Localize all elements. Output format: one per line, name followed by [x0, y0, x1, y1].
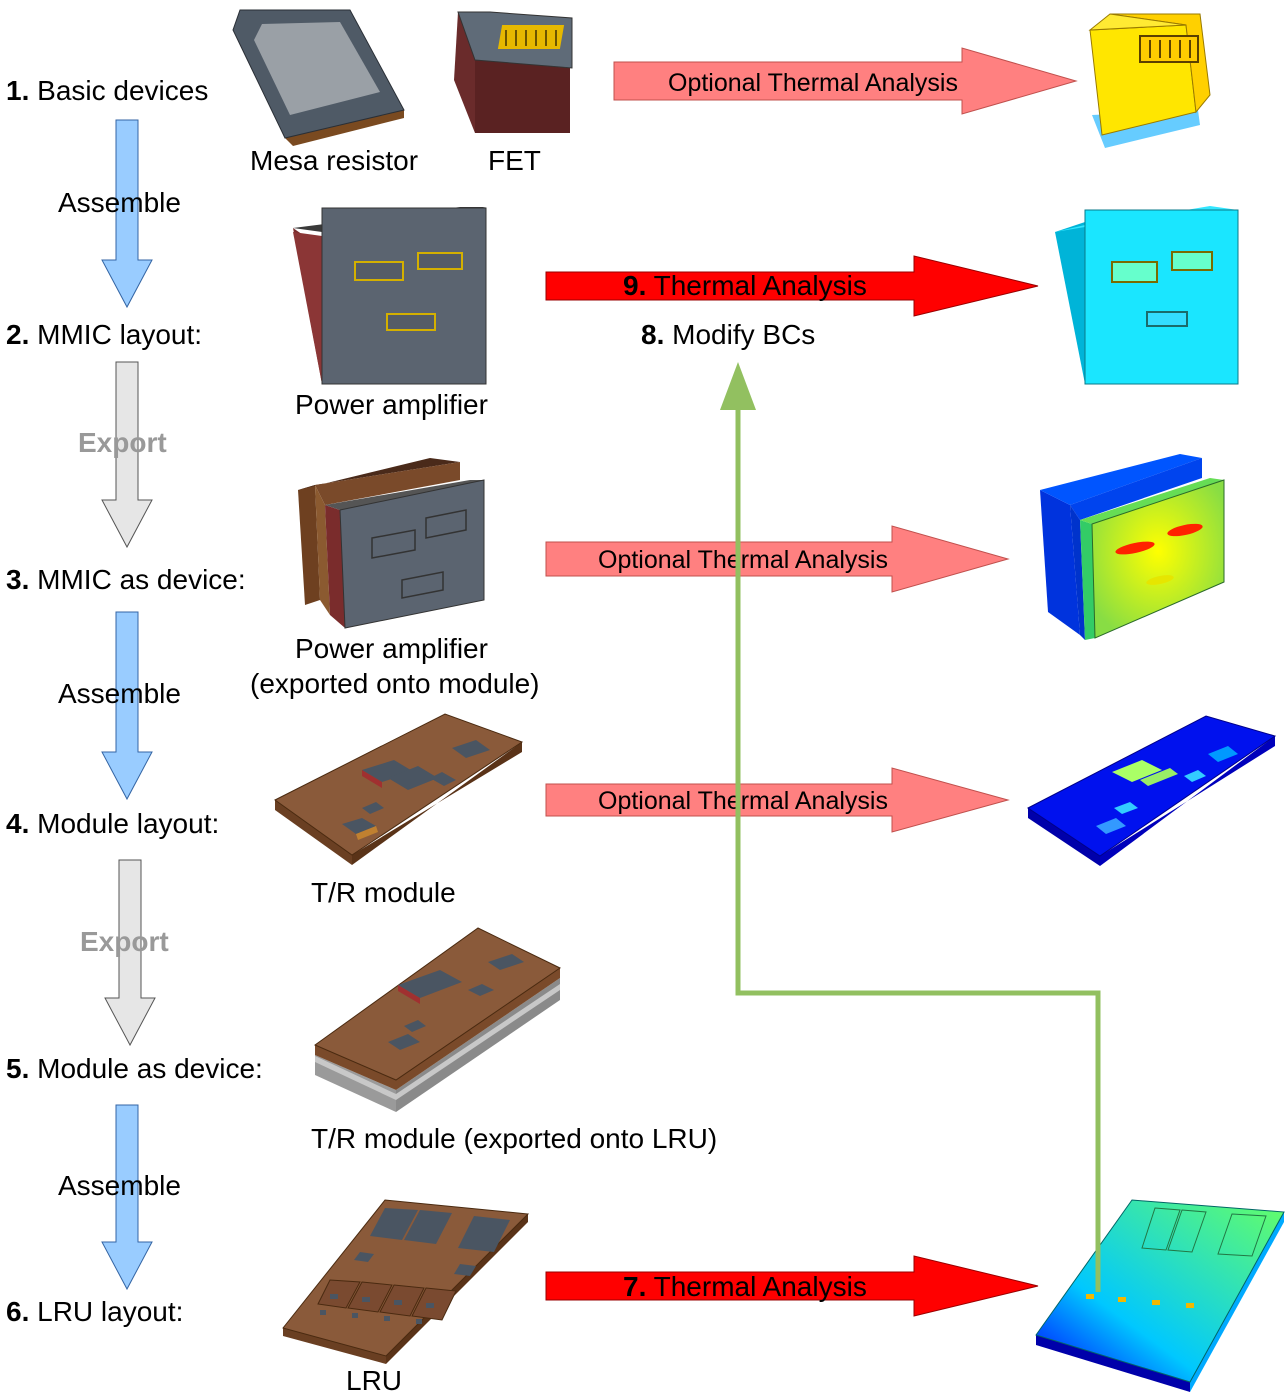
- caption-tr-module-exported: T/R module (exported onto LRU): [311, 1123, 717, 1154]
- mmic-device-thermal-result-image: [1040, 454, 1225, 640]
- caption-fet: FET: [488, 145, 541, 176]
- mmic-thermal-result-image: [1055, 206, 1239, 385]
- thermal-analysis-label-9: 9. Thermal Analysis: [623, 270, 867, 301]
- assemble-arrow-1: [101, 119, 153, 309]
- caption-power-amplifier-exported-1: Power amplifier: [295, 633, 488, 664]
- optional-thermal-label-3: Optional Thermal Analysis: [598, 787, 888, 815]
- tr-module-exported-image: [313, 927, 561, 1112]
- modify-bcs-feedback-arrow: [720, 362, 1101, 1292]
- fet-image: [454, 11, 573, 133]
- assemble-label-2: Assemble: [58, 678, 181, 709]
- step-label-6: 6. LRU layout:: [6, 1296, 183, 1327]
- step-label-3: 3. MMIC as device:: [6, 564, 246, 595]
- thermal-analysis-arrow-7: [545, 1255, 1039, 1317]
- caption-power-amplifier: Power amplifier: [295, 389, 488, 420]
- caption-mesa-resistor: Mesa resistor: [250, 145, 418, 176]
- step-label-2: 2. MMIC layout:: [6, 319, 202, 350]
- mesa-resistor-image: [232, 9, 405, 146]
- fet-thermal-result-image: [1088, 13, 1211, 148]
- assemble-arrow-2: [101, 611, 153, 801]
- export-arrow-2: [104, 859, 156, 1047]
- step-label-5: 5. Module as device:: [6, 1053, 263, 1084]
- assemble-label-3: Assemble: [58, 1170, 181, 1201]
- caption-tr-module: T/R module: [311, 877, 456, 908]
- assemble-label-1: Assemble: [58, 187, 181, 218]
- tr-module-image: [274, 713, 524, 865]
- optional-thermal-arrow-2: [545, 525, 1010, 593]
- thermal-analysis-label-7: 7. Thermal Analysis: [623, 1271, 867, 1302]
- export-label-2: Export: [80, 926, 169, 957]
- optional-thermal-label-2: Optional Thermal Analysis: [598, 546, 888, 574]
- optional-thermal-arrow-1: [613, 47, 1078, 115]
- thermal-analysis-arrow-9: [545, 255, 1039, 317]
- tr-module-thermal-result-image: [1027, 715, 1277, 866]
- optional-thermal-label-1: Optional Thermal Analysis: [668, 69, 958, 97]
- export-label-1: Export: [78, 427, 167, 458]
- power-amplifier-image: [293, 207, 487, 385]
- power-amplifier-exported-image: [298, 458, 485, 629]
- assemble-arrow-3: [101, 1104, 153, 1291]
- caption-lru: LRU: [346, 1365, 402, 1396]
- export-arrow-1: [101, 361, 153, 549]
- step-label-4: 4. Module layout:: [6, 808, 219, 839]
- modify-bcs-label: 8. Modify BCs: [641, 319, 815, 350]
- lru-image: [282, 1199, 530, 1364]
- optional-thermal-arrow-3: [545, 767, 1010, 833]
- step-label-1: 1. Basic devices: [6, 75, 208, 106]
- caption-power-amplifier-exported-2: (exported onto module): [250, 668, 540, 699]
- lru-thermal-result-image: [1035, 1199, 1285, 1392]
